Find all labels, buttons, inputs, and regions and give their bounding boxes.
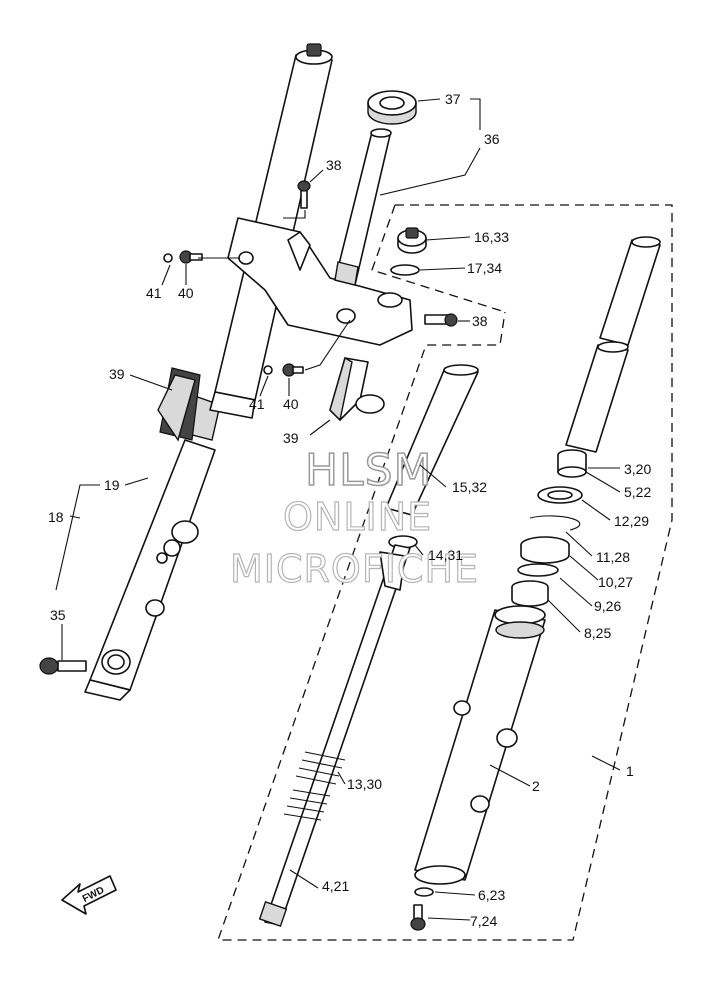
callout-4-21: 4,21 xyxy=(322,878,349,894)
callout-36: 36 xyxy=(484,131,500,147)
callout-1: 1 xyxy=(626,763,634,779)
outer-tube-2 xyxy=(414,605,546,885)
watermark: HLSM ONLINE MICROFICHE xyxy=(229,444,479,591)
assembly-boundary-outer xyxy=(217,204,673,941)
callout-41-upper: 41 xyxy=(146,285,162,301)
callout-40-upper: 40 xyxy=(178,285,194,301)
watermark-line-3: MICROFICHE xyxy=(230,547,479,591)
callout-14-31: 14,31 xyxy=(428,547,463,563)
damper-rod-4 xyxy=(258,544,411,927)
callout-11-28: 11,28 xyxy=(596,549,630,565)
bushing-12 xyxy=(537,486,583,504)
o-ring-17 xyxy=(390,264,420,276)
gasket-6 xyxy=(414,887,434,897)
callout-15-32: 15,32 xyxy=(452,479,487,495)
seal-8 xyxy=(511,580,549,607)
leader-lines xyxy=(55,98,621,921)
callout-16-33: 16,33 xyxy=(474,229,509,245)
callout-19: 19 xyxy=(104,477,120,493)
handle-holder-39-left xyxy=(157,367,201,442)
watermark-line-1: HLSM xyxy=(305,445,433,496)
callout-2: 2 xyxy=(532,778,540,794)
callout-40-lower: 40 xyxy=(283,396,299,412)
callout-7-24: 7,24 xyxy=(470,913,497,929)
callout-39-right: 39 xyxy=(283,430,299,446)
callout-39-left: 39 xyxy=(109,366,125,382)
washer-9 xyxy=(517,563,559,577)
bushing-5 xyxy=(557,449,587,478)
fastener-40-41-lower xyxy=(263,363,304,377)
rebound-spring-13 xyxy=(283,751,346,821)
assembly-boundary-inner xyxy=(371,204,506,313)
callout-12-29: 12,29 xyxy=(614,513,649,529)
callout-38-bracket: 38 xyxy=(472,313,488,329)
inner-tube-15 xyxy=(385,364,479,516)
callout-10-27: 10,27 xyxy=(598,574,633,590)
bolt-38-bracket xyxy=(424,313,458,327)
fork-spring-3 xyxy=(565,236,661,453)
steering-shaft xyxy=(334,128,392,286)
handle-holder-39-right xyxy=(329,356,385,422)
forward-direction-badge: FWD xyxy=(61,875,117,915)
callout-5-22: 5,22 xyxy=(624,484,651,500)
callout-41-lower: 41 xyxy=(249,396,265,412)
callout-3-20: 3,20 xyxy=(624,461,651,477)
bolt-7 xyxy=(410,904,426,931)
callout-17-34: 17,34 xyxy=(467,260,502,276)
callout-18: 18 xyxy=(48,509,64,525)
callout-38-top: 38 xyxy=(326,157,342,173)
callout-35: 35 xyxy=(50,607,66,623)
callout-8-25: 8,25 xyxy=(584,625,611,641)
bearing-37 xyxy=(367,90,417,125)
watermark-line-2: ONLINE xyxy=(283,495,432,539)
bolt-38-top xyxy=(297,180,311,209)
callout-6-23: 6,23 xyxy=(478,887,505,903)
cap-bolt-16 xyxy=(397,227,427,254)
bolt-35 xyxy=(39,657,87,675)
upper-bracket xyxy=(227,217,413,346)
fastener-40-41-upper xyxy=(163,250,203,264)
clip-11 xyxy=(529,515,581,531)
callout-37: 37 xyxy=(445,91,461,107)
oil-seal-10 xyxy=(520,536,570,564)
callout-9-26: 9,26 xyxy=(594,598,621,614)
callout-labels: 37 36 38 16,33 17,34 41 40 38 39 41 40 3… xyxy=(48,91,651,929)
callout-13-30: 13,30 xyxy=(347,776,382,792)
